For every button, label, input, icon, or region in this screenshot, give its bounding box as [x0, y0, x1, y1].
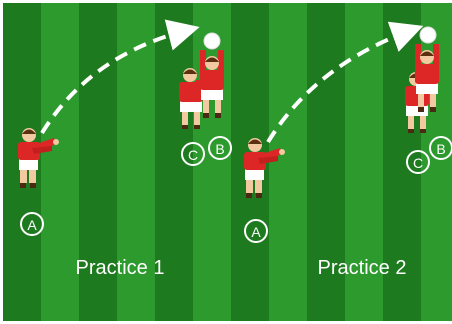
ball-icon [204, 33, 220, 49]
marker-label: C [188, 147, 198, 163]
marker-label: B [436, 141, 445, 157]
marker-label: A [251, 224, 261, 240]
practice-1-caption: Practice 1 [40, 256, 200, 280]
marker-label: B [215, 141, 224, 157]
marker-label: C [413, 155, 423, 171]
marker-label: A [27, 217, 37, 233]
ball-icon [420, 27, 436, 43]
practice-2-caption: Practice 2 [282, 256, 442, 280]
